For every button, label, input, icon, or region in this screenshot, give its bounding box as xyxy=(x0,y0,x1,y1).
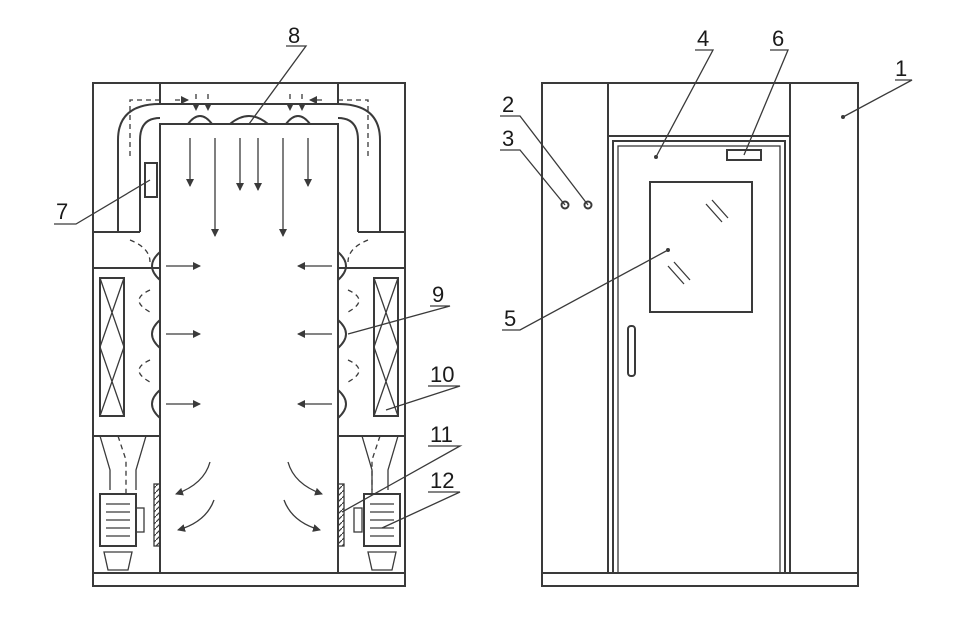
left-fan-duct xyxy=(117,435,127,496)
button-2 xyxy=(583,200,593,210)
label-4: 4 xyxy=(697,26,709,51)
label-8: 8 xyxy=(288,23,300,48)
right-fan xyxy=(353,493,401,571)
label-5: 5 xyxy=(504,306,516,331)
left-hepa-filter xyxy=(99,277,125,417)
airflow-left-up xyxy=(129,99,162,156)
front-view xyxy=(541,82,859,587)
label-12: 12 xyxy=(430,468,454,493)
label-6: 6 xyxy=(772,26,784,51)
downflow-arrows xyxy=(186,138,312,237)
top-nozzles xyxy=(185,115,313,125)
left-prefilter-grille xyxy=(153,483,161,547)
glass-reflection xyxy=(667,199,729,285)
side-jet-arrows xyxy=(166,262,332,408)
right-duct-inner xyxy=(337,117,359,232)
callouts: 8 7 9 10 11 12 1 2 3 4 6 5 xyxy=(54,23,913,529)
indicator-light xyxy=(726,149,762,161)
door-handle xyxy=(627,325,636,377)
airflow-right-up xyxy=(336,99,369,156)
left-duct-inner xyxy=(139,117,161,232)
cross-section-view xyxy=(92,82,406,587)
shower-chamber xyxy=(159,123,339,574)
door-frame xyxy=(612,140,786,574)
left-fan xyxy=(99,493,145,571)
label-2: 2 xyxy=(502,92,514,117)
label-7: 7 xyxy=(56,199,68,224)
right-duct-outer xyxy=(337,103,381,232)
label-11: 11 xyxy=(430,422,453,447)
control-box xyxy=(144,162,158,198)
door-window xyxy=(649,181,753,313)
right-side-nozzles xyxy=(337,249,347,421)
side-return-airflow xyxy=(129,239,369,383)
right-hepa-filter xyxy=(373,277,399,417)
label-1: 1 xyxy=(895,56,907,81)
left-side-nozzles xyxy=(151,249,161,421)
button-3 xyxy=(560,200,570,210)
label-9: 9 xyxy=(432,282,444,307)
door-panel xyxy=(617,145,781,574)
right-side-panel xyxy=(337,267,406,437)
label-3: 3 xyxy=(502,126,514,151)
left-duct-outer xyxy=(117,103,161,232)
right-prefilter-grille xyxy=(337,483,345,547)
left-side-panel xyxy=(92,267,161,437)
return-airflow-arrows xyxy=(175,461,323,532)
front-housing-outline xyxy=(541,82,859,587)
label-10: 10 xyxy=(430,362,454,387)
